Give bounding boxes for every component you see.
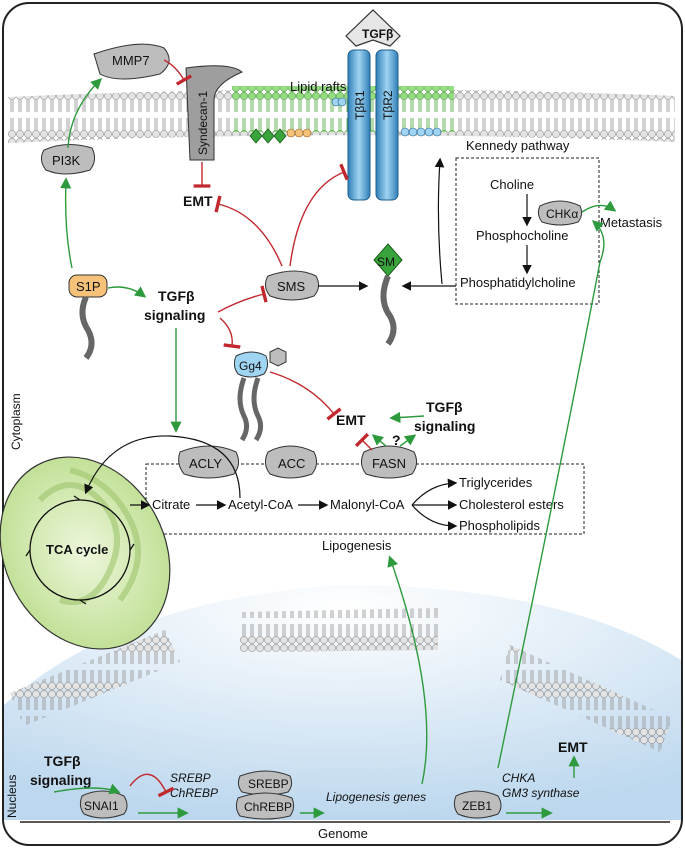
conversion-arrows <box>318 157 456 291</box>
tgfb-ligand-label: TGFβ <box>362 27 393 41</box>
emt-nucleus-label: EMT <box>558 739 588 755</box>
nuclear-membrane <box>10 608 672 752</box>
tgfb-receptor <box>345 9 401 201</box>
gg4-molecule <box>233 347 287 442</box>
lipid-raft-region <box>232 86 454 132</box>
chrebp-shape <box>235 792 295 820</box>
sm-molecule <box>373 243 403 346</box>
cytoplasm-label: Cytoplasm <box>9 393 23 450</box>
kennedy-choline: Choline <box>490 177 534 192</box>
srebp-label: SREBP <box>248 777 289 791</box>
syndecan-shape <box>185 65 243 161</box>
tgfb-ligand-shape <box>345 9 401 47</box>
arrow-chka-metastasis <box>581 200 617 213</box>
acetyl-coa-label: Acetyl-CoA <box>228 497 293 512</box>
s1p-label: S1P <box>76 279 101 294</box>
inhibition-arrows <box>129 59 373 798</box>
fasn-shape <box>360 445 418 479</box>
kennedy-phosphatidylcholine: Phosphatidylcholine <box>460 275 576 290</box>
lipogenesis-genes-label: Lipogenesis genes <box>326 790 426 804</box>
acc-shape <box>264 445 318 479</box>
tgfb-nucleus-1: TGFβ <box>44 753 81 769</box>
chka-label: CHKα <box>546 207 578 221</box>
arrow-malonyl-phospholipids <box>411 504 458 531</box>
acc-label: ACC <box>278 456 305 471</box>
tgfb-signaling-right-2: signaling <box>414 418 475 434</box>
arrow-malonyl-triglycerides <box>411 478 458 506</box>
tca-cycle-label: TCA cycle <box>46 542 108 557</box>
citrate-label: Citrate <box>152 497 190 512</box>
pi3k-label: PI3K <box>52 153 81 168</box>
receptor2-label: TβR2 <box>381 90 395 120</box>
triglycerides-label: Triglycerides <box>459 475 533 490</box>
gg4-label: Gg4 <box>239 359 262 373</box>
zeb1-label: ZEB1 <box>462 799 492 813</box>
mmp7-label: MMP7 <box>112 53 150 68</box>
plasma-membrane <box>8 86 675 143</box>
chka-shape <box>537 200 583 226</box>
chrebp-label: ChREBP <box>244 800 292 814</box>
snai1-label: SNAI1 <box>84 799 119 813</box>
lipogenesis-label: Lipogenesis <box>322 538 392 553</box>
pi3k-shape <box>40 144 96 175</box>
activation-arrows <box>53 78 605 819</box>
chrebp-gene-label: ChREBP <box>170 786 218 800</box>
sm-label: SM <box>377 255 395 269</box>
emt-top-label: EMT <box>183 193 213 209</box>
tgfb-signaling-mid-1: TGFβ <box>158 288 195 304</box>
cholesterol-esters-label: Cholesterol esters <box>459 497 564 512</box>
chka-gene-label: CHKA <box>502 771 535 785</box>
metastasis-label: Metastasis <box>600 215 663 230</box>
zeb1-shape <box>453 790 502 819</box>
tgfb-nucleus-2: signaling <box>30 772 91 788</box>
lipid-rafts-label: Lipid rafts <box>290 79 347 94</box>
acly-label: ACLY <box>189 456 222 471</box>
mmp7-shape <box>93 43 170 80</box>
srebp-gene-label: SREBP <box>170 771 211 785</box>
genome-label: Genome <box>318 826 368 841</box>
lipogenesis-box <box>145 463 585 535</box>
arrow-acetyl-to-tca <box>84 435 241 499</box>
question-mark: ? <box>392 432 401 448</box>
phospholipids-label: Phospholipids <box>459 518 540 533</box>
nucleus-label: Nucleus <box>5 775 19 818</box>
emt-mid-label: EMT <box>336 412 366 428</box>
raft-molecules <box>249 97 442 144</box>
nucleus-region <box>4 585 681 820</box>
tgfb-signaling-right-1: TGFβ <box>426 399 463 415</box>
kennedy-title: Kennedy pathway <box>466 138 570 153</box>
s1p-molecule <box>68 274 108 360</box>
mitochondrion <box>0 456 171 650</box>
malonyl-coa-label: Malonyl-CoA <box>330 497 405 512</box>
fasn-label: FASN <box>372 456 406 471</box>
kennedy-phosphocholine: Phosphocholine <box>476 228 569 243</box>
sms-label: SMS <box>277 279 306 294</box>
gm3-gene-label: GM3 synthase <box>502 786 580 800</box>
receptor1-label: TβR1 <box>353 90 367 120</box>
tgfb-signaling-mid-2: signaling <box>144 307 205 323</box>
srebp-shape <box>237 770 293 796</box>
syndecan-label: Syndecan-1 <box>196 91 210 155</box>
